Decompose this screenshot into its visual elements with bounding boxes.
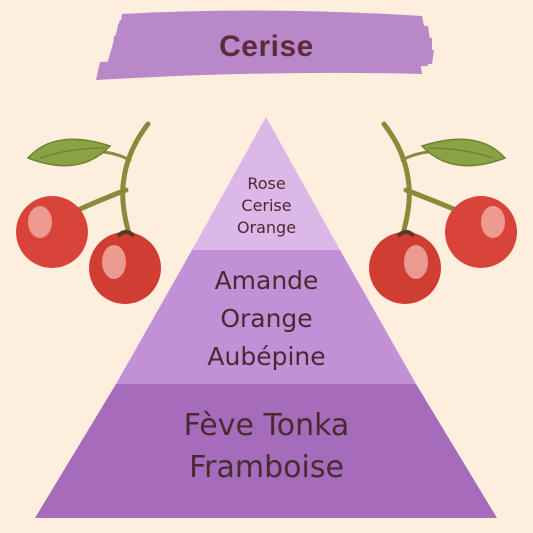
heart-note: Amande [214, 266, 319, 295]
top-note: Rose [247, 174, 286, 193]
title: Cerise [219, 30, 314, 63]
heart-note: Aubépine [207, 342, 326, 371]
top-tier [192, 117, 340, 250]
base-notes: Fève Tonka Framboise [120, 405, 413, 489]
top-notes: Rose Cerise Orange [200, 173, 333, 239]
base-tier [35, 384, 497, 518]
heart-tier [116, 250, 416, 384]
top-note: Orange [236, 218, 297, 237]
base-note: Fève Tonka [183, 408, 350, 443]
heart-note: Orange [220, 304, 313, 333]
base-note: Framboise [189, 450, 344, 485]
top-note: Cerise [241, 196, 292, 215]
heart-notes: Amande Orange Aubépine [170, 262, 363, 376]
